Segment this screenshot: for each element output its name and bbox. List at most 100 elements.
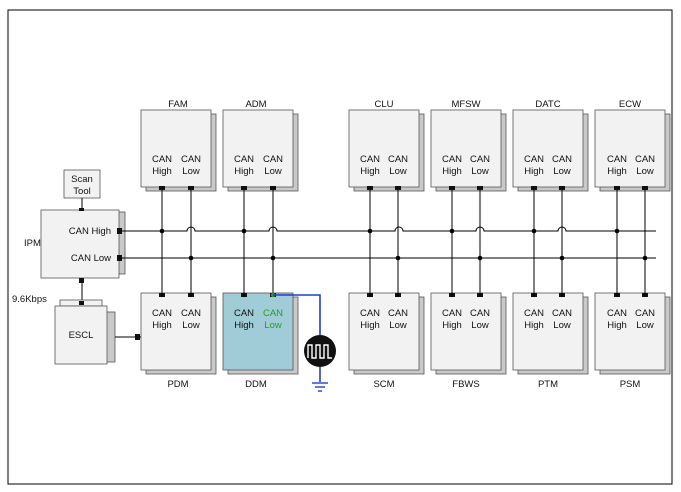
module-label: MFSW [451, 99, 480, 110]
can-high-sub: High [360, 320, 380, 331]
can-high-sub: High [442, 320, 462, 331]
can-low-sub: Low [389, 320, 407, 331]
ipm-label: IPM [24, 238, 41, 249]
highlight-box [222, 292, 294, 371]
pin [367, 186, 373, 190]
can-low-label: CAN [388, 154, 408, 165]
can-high-label: CAN [234, 154, 254, 165]
ground-icon [312, 382, 328, 392]
can-high-sub: High [360, 166, 380, 177]
can-low-label: CAN [181, 308, 201, 319]
module-label: CLU [374, 99, 393, 110]
can-high-sub: High [607, 320, 627, 331]
can-high-sub: High [152, 320, 172, 331]
can-high-line [122, 226, 656, 232]
module-label: SCM [373, 379, 394, 390]
module-label: DDM [245, 379, 267, 390]
pin [559, 186, 565, 190]
bottom-modules: CAN High CAN Low PDM CAN High CAN Low DD… [140, 292, 671, 390]
pin [614, 186, 620, 190]
can-low-sub: Low [636, 320, 654, 331]
module-datc: DATC CAN High CAN Low [512, 99, 589, 192]
pin [270, 186, 276, 190]
escl-module: ESCL [54, 299, 116, 365]
probe-wire [270, 292, 321, 382]
can-low-label-highlighted: CAN [263, 308, 283, 319]
can-low-label: CAN [263, 154, 283, 165]
module-label: PDM [167, 379, 188, 390]
baud-rate: 9.6Kbps [12, 294, 47, 305]
pin [188, 186, 194, 190]
pin [241, 186, 247, 190]
can-high-label: CAN [607, 154, 627, 165]
pin [395, 186, 401, 190]
module-clu: CLU CAN High CAN Low [348, 99, 425, 192]
module-mfsw: MFSW CAN High CAN Low [430, 99, 507, 192]
ipm-can-high: CAN High [69, 226, 111, 237]
can-high-label: CAN [442, 308, 462, 319]
can-low-label: CAN [470, 308, 490, 319]
can-high-label: CAN [360, 308, 380, 319]
pin [477, 186, 483, 190]
module-label: FBWS [452, 379, 479, 390]
module-ddm: CAN High CAN Low DDM [222, 292, 299, 390]
module-label: PSM [620, 379, 641, 390]
ipm-module: IPM CAN High CAN Low [24, 208, 126, 283]
signal-generator-icon [304, 335, 336, 367]
can-low-sub: Low [389, 166, 407, 177]
can-low-sub: Low [553, 166, 571, 177]
escl-label: ESCL [69, 330, 94, 341]
can-high-sub: High [524, 320, 544, 331]
top-modules: FAM CAN High CAN Low ADM CAN High CAN Lo… [140, 99, 671, 192]
module-label: DATC [535, 99, 560, 110]
module-label: FAM [168, 99, 188, 110]
can-high-sub: High [524, 166, 544, 177]
can-low-sub: Low [636, 166, 654, 177]
pin [449, 186, 455, 190]
can-low-sub: Low [553, 320, 571, 331]
can-low-label: CAN [552, 154, 572, 165]
can-low-label: CAN [552, 308, 572, 319]
can-high-label: CAN [607, 308, 627, 319]
junctions [159, 228, 648, 261]
can-low-label: CAN [635, 308, 655, 319]
module-psm: CAN High CAN Low PSM [594, 292, 671, 390]
can-low-sub: Low [471, 166, 489, 177]
pin [159, 186, 165, 190]
scan-tool-line1: Scan [71, 174, 93, 185]
can-high-sub: High [234, 166, 254, 177]
can-low-label: CAN [181, 154, 201, 165]
scan-tool: Scan Tool [63, 169, 101, 199]
diagram-frame [7, 9, 673, 485]
ipm-can-low: CAN Low [71, 253, 111, 264]
can-high-label: CAN [524, 308, 544, 319]
module-ecw: ECW CAN High CAN Low [594, 99, 671, 192]
can-high-label: CAN [152, 308, 172, 319]
module-pdm: CAN High CAN Low PDM [140, 292, 217, 390]
scan-tool-line2: Tool [73, 186, 90, 197]
can-low-label: CAN [635, 154, 655, 165]
module-fbws: CAN High CAN Low FBWS [430, 292, 507, 390]
pin [531, 186, 537, 190]
can-high-sub: High [607, 166, 627, 177]
can-low-label: CAN [470, 154, 490, 165]
can-low-sub: Low [182, 166, 200, 177]
can-high-label: CAN [234, 308, 254, 319]
module-ptm: CAN High CAN Low PTM [512, 292, 589, 390]
can-bus [122, 190, 656, 297]
can-high-label: CAN [152, 154, 172, 165]
module-adm: ADM CAN High CAN Low [222, 99, 299, 192]
can-high-label: CAN [524, 154, 544, 165]
module-label: ADM [245, 99, 266, 110]
can-low-label: CAN [388, 308, 408, 319]
can-high-sub: High [152, 166, 172, 177]
module-label: ECW [619, 99, 641, 110]
can-high-label: CAN [442, 154, 462, 165]
module-scm: CAN High CAN Low SCM [348, 292, 425, 390]
pin [642, 186, 648, 190]
can-low-sub-highlighted: Low [264, 320, 282, 331]
can-low-sub: Low [264, 166, 282, 177]
can-high-sub: High [442, 166, 462, 177]
